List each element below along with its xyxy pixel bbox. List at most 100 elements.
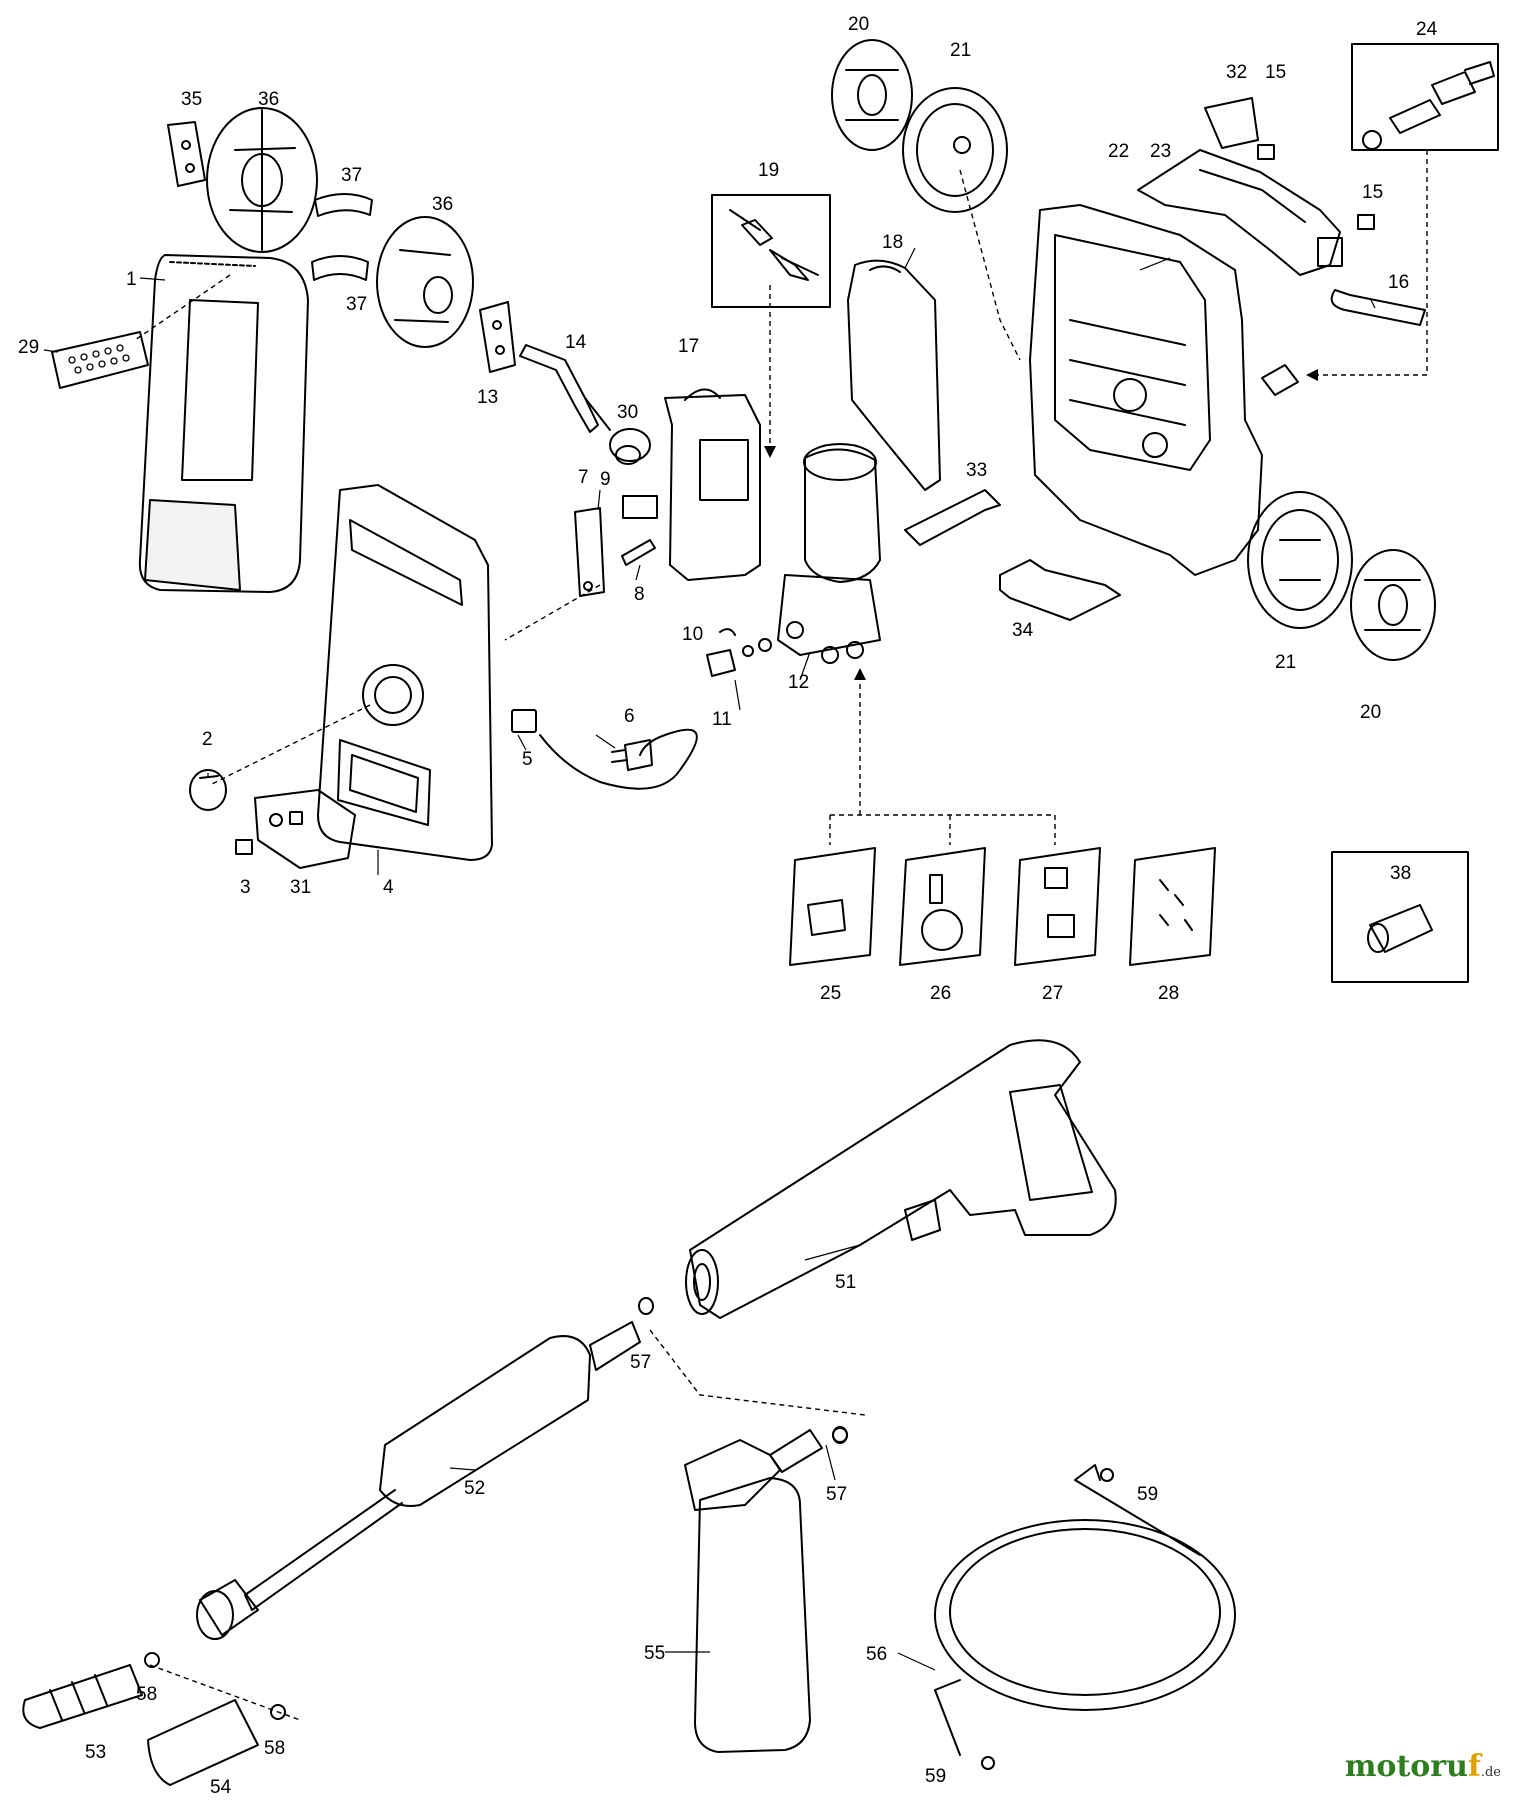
label-37b: 37 — [346, 294, 367, 315]
part-37-cord-guide-lower — [311, 255, 369, 281]
label-9: 9 — [600, 469, 611, 490]
label-leader-lines — [43, 247, 1376, 1671]
label-7: 7 — [578, 467, 589, 488]
part-2-cap — [189, 769, 227, 811]
part-13-hose-hook — [479, 301, 516, 373]
label-18: 18 — [882, 232, 903, 253]
label-3: 3 — [240, 877, 251, 898]
part-16-strap — [1330, 289, 1426, 326]
part-36-hook-lower — [376, 216, 474, 348]
label-17: 17 — [678, 336, 699, 357]
part-28-kit-bag — [1129, 847, 1216, 966]
part-22-rear-housing — [1029, 204, 1263, 576]
label-53: 53 — [85, 1742, 106, 1763]
part-55-detergent-bottle — [684, 1427, 848, 1753]
label-32: 32 — [1226, 62, 1247, 83]
label-4: 4 — [383, 877, 394, 898]
label-59b: 59 — [925, 1766, 946, 1787]
label-5: 5 — [522, 749, 533, 770]
part-14-crank — [519, 344, 611, 433]
label-14: 14 — [565, 332, 587, 353]
part-57-o-ring-a — [638, 1297, 654, 1315]
label-2: 2 — [202, 729, 213, 750]
label-26: 26 — [930, 983, 951, 1004]
label-33: 33 — [966, 460, 987, 481]
part-52-lance — [196, 1321, 641, 1640]
label-15a: 15 — [1265, 62, 1286, 83]
label-21a: 21 — [950, 40, 971, 61]
part-54-adjustable-nozzle — [147, 1699, 286, 1786]
watermark-accent: f — [1467, 1749, 1481, 1784]
watermark-logo: motoruf.de — [1345, 1749, 1501, 1784]
part-6-power-cord — [539, 728, 698, 790]
label-22: 22 — [1108, 141, 1129, 162]
watermark-text: motoru — [1344, 1749, 1468, 1784]
part-8-connector — [621, 539, 656, 566]
part-30-knob — [609, 428, 651, 465]
part-31-side-panel — [254, 789, 356, 869]
label-30: 30 — [617, 402, 638, 423]
label-54: 54 — [210, 1777, 232, 1798]
watermark-tld: .de — [1480, 1765, 1501, 1780]
part-32-cover — [1204, 97, 1259, 149]
label-10: 10 — [682, 624, 703, 645]
label-27: 27 — [1042, 983, 1063, 1004]
part-3-small-part — [235, 839, 253, 855]
label-59a: 59 — [1137, 1484, 1158, 1505]
label-37a: 37 — [341, 165, 362, 186]
label-28: 28 — [1158, 983, 1179, 1004]
label-57b: 57 — [826, 1484, 847, 1505]
label-12: 12 — [788, 672, 809, 693]
part-7-board — [574, 507, 605, 597]
part-10-clip — [719, 628, 736, 636]
arrow-heads — [764, 369, 1318, 680]
part-9-relay — [622, 495, 658, 519]
part-34-seal — [999, 559, 1121, 621]
part-38-adapter-box — [1331, 851, 1469, 983]
label-24: 24 — [1416, 19, 1438, 40]
part-33-seal — [904, 489, 1001, 546]
part-1-handle-frame — [138, 254, 309, 593]
part-4-front-housing — [317, 484, 493, 861]
label-55: 55 — [644, 1643, 665, 1664]
part-29-foot-pad — [51, 331, 149, 389]
label-51: 51 — [835, 1272, 856, 1293]
label-21b: 21 — [1275, 652, 1296, 673]
label-6: 6 — [624, 706, 635, 727]
label-58a: 58 — [136, 1684, 157, 1705]
part-27-kit-bag — [1014, 847, 1101, 966]
part-18-rear-cover — [847, 259, 941, 491]
label-11: 11 — [712, 709, 732, 730]
label-36a: 36 — [258, 89, 279, 110]
label-31: 31 — [290, 877, 311, 898]
part-15-screw-upper — [1257, 144, 1275, 160]
part-5-switch — [511, 709, 537, 733]
part-26-kit-bag — [899, 847, 986, 966]
label-56: 56 — [866, 1644, 887, 1665]
part-36-hook-upper — [206, 107, 318, 253]
label-23: 23 — [1150, 141, 1171, 162]
label-35: 35 — [181, 89, 202, 110]
label-16: 16 — [1388, 272, 1409, 293]
part-21-wheel-upper — [902, 87, 1008, 213]
part-56-high-pressure-hose — [934, 1464, 1236, 1770]
label-38: 38 — [1390, 863, 1411, 884]
label-57a: 57 — [630, 1352, 651, 1373]
label-29: 29 — [18, 337, 39, 358]
label-1: 1 — [126, 269, 137, 290]
part-11-fitting — [706, 638, 772, 677]
part-20-hubcap-lower — [1350, 549, 1436, 661]
part-57-o-ring-b — [832, 1426, 848, 1444]
label-8: 8 — [634, 584, 645, 605]
label-20a: 20 — [848, 14, 869, 35]
part-53-rotary-nozzle — [22, 1652, 160, 1729]
label-13: 13 — [477, 387, 498, 408]
part-24-inlet-coupler-box — [1261, 43, 1499, 396]
label-20b: 20 — [1360, 702, 1381, 723]
part-23-carry-handle — [1137, 149, 1343, 276]
label-25: 25 — [820, 983, 841, 1004]
dashed-guide-lines — [134, 150, 1428, 1721]
part-17-cover — [664, 388, 761, 581]
label-52: 52 — [464, 1478, 485, 1499]
